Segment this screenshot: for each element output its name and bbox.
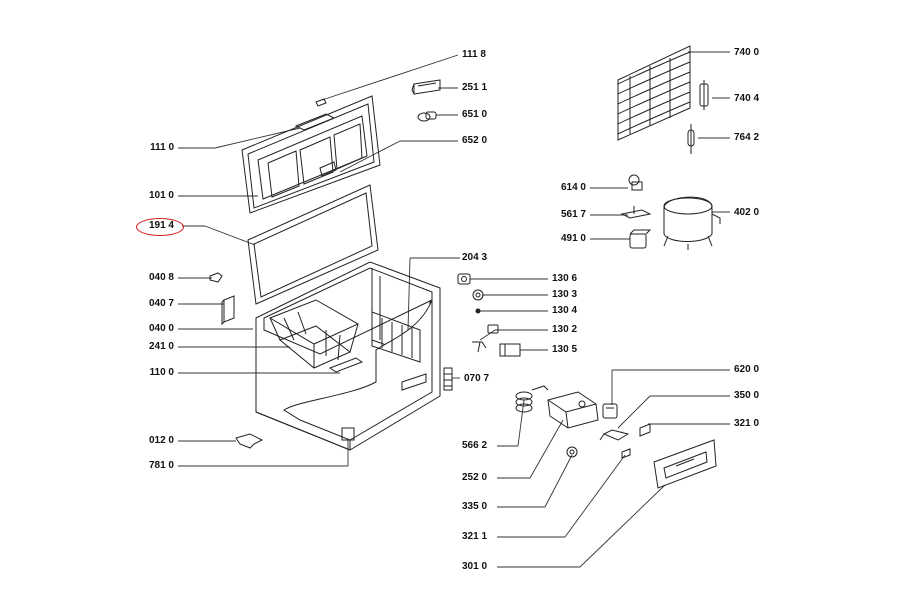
label-1010: 101 0 xyxy=(148,190,174,201)
label-7404: 740 4 xyxy=(734,93,760,104)
part-0408-bracket xyxy=(209,272,223,283)
part-4020-compressor xyxy=(663,196,721,250)
label-6140: 614 0 xyxy=(560,182,586,193)
part-1302-switch xyxy=(472,324,499,353)
label-5662: 566 2 xyxy=(462,440,488,451)
label-2043: 204 3 xyxy=(462,252,488,263)
label-1305: 130 5 xyxy=(552,344,578,355)
part-3010-control-panel xyxy=(653,439,717,489)
label-0707: 070 7 xyxy=(464,373,490,384)
label-3211: 321 1 xyxy=(462,531,488,542)
part-3211-lens-small xyxy=(621,448,631,459)
part-0707-vent xyxy=(443,367,453,391)
label-1302: 130 2 xyxy=(552,324,578,335)
label-6520: 652 0 xyxy=(462,135,488,146)
part-5617-bracket xyxy=(620,206,652,219)
highlight-ring-1914 xyxy=(136,218,184,236)
label-2410: 241 0 xyxy=(148,341,174,352)
label-3350: 335 0 xyxy=(462,501,488,512)
label-1914: 191 4 xyxy=(148,220,174,231)
part-6510-knob xyxy=(417,111,437,122)
label-0407: 040 7 xyxy=(148,298,174,309)
part-2520-thermostat-box xyxy=(547,391,599,429)
part-3350-knob xyxy=(566,446,578,458)
part-7400-condenser xyxy=(617,45,691,141)
freezer-cabinet xyxy=(255,261,441,451)
part-6200-relay xyxy=(602,403,618,419)
part-5662-spring xyxy=(515,385,549,413)
label-1306: 130 6 xyxy=(552,273,578,284)
label-6200: 620 0 xyxy=(734,364,760,375)
label-1303: 130 3 xyxy=(552,289,578,300)
part-1305-lamp-holder xyxy=(499,343,521,357)
part-1118-clip xyxy=(315,98,327,107)
part-0120-bracket xyxy=(235,433,264,449)
label-3500: 350 0 xyxy=(734,390,760,401)
part-6140-capacitor xyxy=(628,174,643,191)
label-7642: 764 2 xyxy=(734,132,760,143)
label-7400: 740 0 xyxy=(734,47,760,58)
label-1304: 130 4 xyxy=(552,305,578,316)
label-2511: 251 1 xyxy=(462,82,488,93)
label-3010: 301 0 xyxy=(462,561,488,572)
label-6510: 651 0 xyxy=(462,109,488,120)
label-0120: 012 0 xyxy=(148,435,174,446)
part-3210-lens xyxy=(639,423,651,437)
label-1110: 111 0 xyxy=(150,142,174,153)
part-1914-lid-liner xyxy=(247,184,379,305)
part-3500-bulb xyxy=(599,429,630,441)
leader-lines xyxy=(178,51,730,568)
label-2520: 252 0 xyxy=(462,472,488,483)
label-1118: 111 8 xyxy=(462,49,486,60)
part-0407-hinge xyxy=(221,295,235,326)
part-2511-hinge-cover xyxy=(411,79,441,95)
label-3210: 321 0 xyxy=(734,418,760,429)
part-1303-ring xyxy=(472,289,484,301)
label-0408: 040 8 xyxy=(148,272,174,283)
part-7404-bracket xyxy=(699,80,709,110)
part-1306-holder xyxy=(457,273,471,285)
label-4020: 402 0 xyxy=(734,207,760,218)
part-4910-box xyxy=(629,229,652,249)
lid-assembly xyxy=(241,95,381,214)
part-7642-drier xyxy=(687,124,695,154)
label-4910: 491 0 xyxy=(560,233,586,244)
label-5617: 561 7 xyxy=(560,209,586,220)
label-0400: 040 0 xyxy=(148,323,174,334)
label-7810: 781 0 xyxy=(148,460,174,471)
part-1304-dot xyxy=(475,308,481,314)
part-2410-basket xyxy=(268,299,364,373)
label-1100: 110 0 xyxy=(149,367,174,378)
